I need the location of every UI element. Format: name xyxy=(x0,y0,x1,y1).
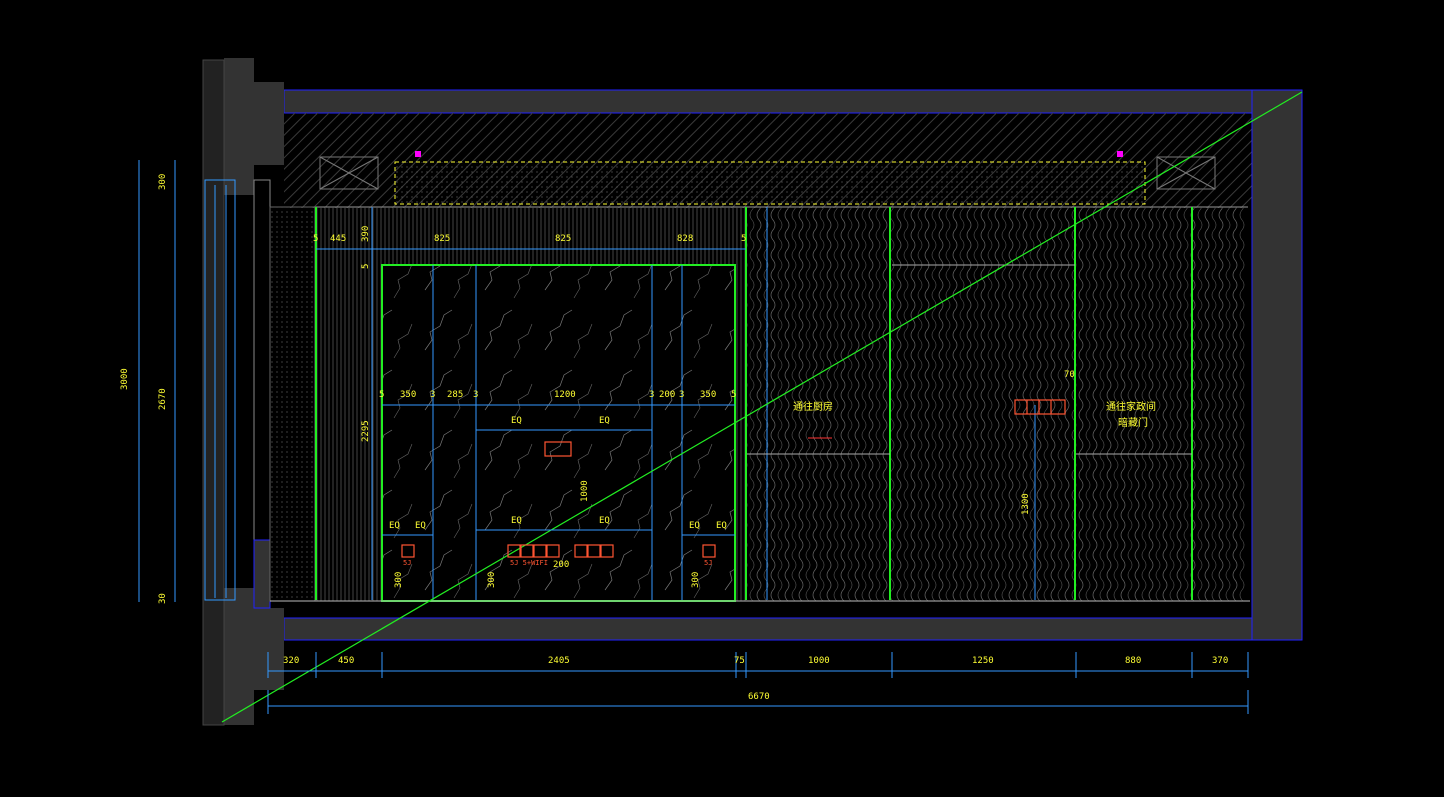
bottom-dim-7: 880 xyxy=(1125,656,1141,666)
mid-dim-1: 5 xyxy=(379,390,384,400)
socket-offset-1: 1000 xyxy=(580,480,590,502)
socket-icon-center-2 xyxy=(520,544,534,558)
right-gap-dim: 70 xyxy=(1064,370,1075,380)
eq-mark-7: EQ xyxy=(689,521,700,531)
socket-offset-2: 200 xyxy=(553,560,569,570)
vent-right xyxy=(1156,156,1216,190)
total-dim: 6670 xyxy=(748,692,770,702)
left-column-detail xyxy=(202,59,225,726)
eq-mark-4: EQ xyxy=(599,516,610,526)
bottom-dim-3: 2405 xyxy=(548,656,570,666)
socket-icon-center-1 xyxy=(507,544,521,558)
upper-left-dim: 5 xyxy=(361,264,371,269)
socket-height-3: 300 xyxy=(691,572,701,588)
socket-height-2: 300 xyxy=(487,572,497,588)
bottom-dim-5: 1000 xyxy=(808,656,830,666)
dimension-labels: 320 450 2405 75 1000 1250 880 370 6670 3… xyxy=(120,174,1228,702)
top-dim-1: 5 xyxy=(313,234,318,244)
mid-dim-5: 3 xyxy=(473,390,478,400)
switch-panel-right xyxy=(1014,399,1066,415)
structure xyxy=(202,58,1303,726)
eq-mark-8: EQ xyxy=(716,521,727,531)
window-frame xyxy=(204,179,236,601)
left-wall-upper xyxy=(224,58,284,195)
vent-left-x2 xyxy=(319,156,379,190)
mid-dim-6: 1200 xyxy=(554,390,576,400)
top-dim-2: 445 xyxy=(330,234,346,244)
socket-icon-center-3 xyxy=(533,544,547,558)
mid-dim-9: 3 xyxy=(679,390,684,400)
ceiling-drop-band xyxy=(394,161,1146,205)
eq-mark-6: EQ xyxy=(415,521,426,531)
sill-block xyxy=(253,539,271,609)
light-marker-left xyxy=(415,151,421,157)
bottom-dim-1: 320 xyxy=(283,656,299,666)
eq-mark-2: EQ xyxy=(599,416,610,426)
mid-dim-3: 3 xyxy=(430,390,435,400)
panel-height-dim: 2295 xyxy=(361,420,371,442)
right-wall xyxy=(1251,89,1303,641)
bottom-dim-ticks xyxy=(267,652,1249,714)
bottom-dim-4: 75 xyxy=(734,656,745,666)
bottom-dim-6: 1250 xyxy=(972,656,994,666)
switch-icon-tv xyxy=(544,441,572,457)
socket-tag-right: 5J xyxy=(704,559,712,567)
stripe-panel-right xyxy=(735,207,747,601)
top-dim-3: 390 xyxy=(361,226,371,242)
left-dim-overall: 3000 xyxy=(120,368,130,390)
light-marker-right xyxy=(1117,151,1123,157)
bottom-dim-8: 370 xyxy=(1212,656,1228,666)
socket-icon-av-3 xyxy=(600,544,614,558)
bottom-dim-2: 450 xyxy=(338,656,354,666)
left-wall-lower xyxy=(224,588,284,725)
to-family-room-label-1: 通往家政间 xyxy=(1106,400,1156,413)
mid-dim-7: 3 xyxy=(649,390,654,400)
wood-panel-area xyxy=(747,207,1246,601)
socket-note: 5J 5+WIFI xyxy=(510,559,548,567)
stripe-panel-top xyxy=(381,207,737,265)
socket-icon-left xyxy=(401,544,415,558)
curtain-box xyxy=(253,179,271,601)
mid-dim-11: 5 xyxy=(731,390,736,400)
eq-mark-1: EQ xyxy=(511,416,522,426)
socket-tag-left: 5J xyxy=(403,559,411,567)
electrical-symbols xyxy=(401,399,1066,558)
textured-strip xyxy=(269,206,316,602)
eq-mark-3: EQ xyxy=(511,516,522,526)
wall-panels xyxy=(221,91,1303,723)
socket-height-1: 300 xyxy=(394,572,404,588)
mid-dim-2: 350 xyxy=(400,390,416,400)
room-labels: 通往厨房 通往家政间 暗藏门 xyxy=(793,400,1156,429)
top-dim-6: 828 xyxy=(677,234,693,244)
eq-mark-5: EQ xyxy=(389,521,400,531)
mid-dim-10: 350 xyxy=(700,390,716,400)
mid-dim-4: 285 xyxy=(447,390,463,400)
left-dim-lower: 30 xyxy=(158,593,168,604)
vent-left xyxy=(319,156,379,190)
socket-icon-av-2 xyxy=(587,544,601,558)
socket-icon-right xyxy=(702,544,716,558)
top-dim-4: 825 xyxy=(434,234,450,244)
left-dim-upper: 300 xyxy=(158,174,168,190)
floor-slab xyxy=(283,617,1253,641)
right-height-dim: 1300 xyxy=(1021,493,1031,515)
to-kitchen-label: 通往厨房 xyxy=(793,400,833,413)
electrical-tags: 5J 5J 5J 5+WIFI xyxy=(403,559,712,567)
top-dim-7: 5 xyxy=(741,234,746,244)
vent-right-x2 xyxy=(1156,156,1216,190)
socket-icon-av-1 xyxy=(574,544,588,558)
ceiling-slab xyxy=(283,89,1253,114)
to-family-room-label-2: 暗藏门 xyxy=(1118,416,1148,429)
mid-dim-8: 200 xyxy=(659,390,675,400)
socket-icon-center-4 xyxy=(546,544,560,558)
dimension-lines xyxy=(138,160,1248,707)
section-diagonal xyxy=(221,91,1303,723)
left-dim-middle: 2670 xyxy=(158,388,168,410)
top-dim-5: 825 xyxy=(555,234,571,244)
stripe-panel xyxy=(316,207,381,601)
